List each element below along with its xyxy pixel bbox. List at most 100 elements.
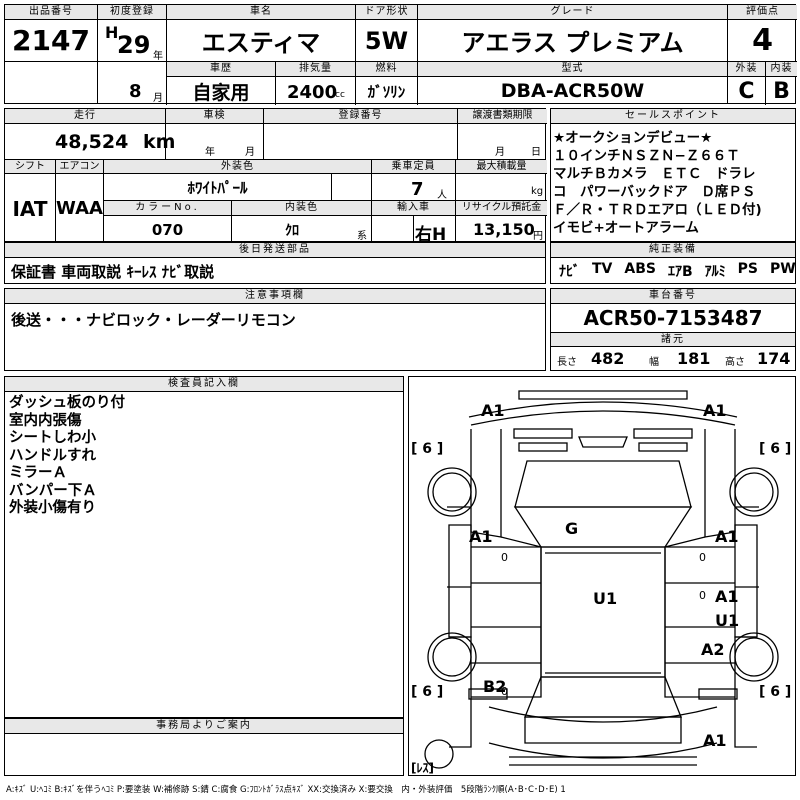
inspector-box: 検査員記入欄 ダッシュ板のり付 室内内張傷 シートしわ小 ハンドルすれ ミラーＡ… <box>4 376 404 718</box>
damage-mark: U1 <box>593 589 618 608</box>
length-label: 長さ <box>557 357 577 368</box>
inspector-line: ミラーＡ <box>9 465 67 481</box>
zero-mark: 0 <box>699 551 706 564</box>
damage-mark: A1 <box>715 527 739 546</box>
mileage-label: 走行 <box>5 109 165 124</box>
damage-mark: G <box>565 519 579 538</box>
zero-mark: 0 <box>501 685 508 698</box>
door-type: 5W <box>364 26 409 55</box>
intcolor-label: 内装色 <box>232 201 371 215</box>
inspect-month: 月 <box>245 147 255 158</box>
tire-rr: [ 6 ] <box>759 684 792 700</box>
height-label: 高さ <box>725 357 745 368</box>
sales-line: マルチＢカメラ ＥＴＣ ドラレ <box>553 166 756 182</box>
int-grade: B <box>773 78 790 104</box>
history-label: 車歴 <box>167 62 275 77</box>
notes-label: 注意事項欄 <box>5 289 545 304</box>
chassis-box: 車台番号 ACR50-7153487 諸元 長さ 482 幅 181 高さ 17… <box>550 288 796 371</box>
seats: 7 <box>411 179 424 200</box>
car-diagram-icon <box>424 390 779 769</box>
equip-item: ｴｱB <box>667 264 693 280</box>
displacement: 2400 <box>287 82 338 103</box>
aircon: WAA <box>56 198 103 219</box>
equipment-box: 純正装備 ﾅﾋﾞ TV ABS ｴｱB ｱﾙﾐ PS PW <box>550 242 796 284</box>
sales-line: Ｆ／Ｒ・ＴＲＤエアロ（ＬＥＤ付) <box>553 202 762 218</box>
sales-line: コ パワーバックドア Ｄ席ＰＳ <box>553 184 756 200</box>
spec-label: 諸元 <box>551 332 795 347</box>
parts-box: 後日発送部品 保証書 車両取説 ｷｰﾚｽ ﾅﾋﾞ取説 <box>4 242 546 284</box>
mileage-unit: km <box>143 131 176 153</box>
transfer-day: 日 <box>531 147 541 158</box>
damage-diagram: A1 A1 G A1 A1 U1 A1 U1 A2 B2 A1 0 0 0 0 … <box>408 376 796 776</box>
int-label: 内装 <box>766 62 797 77</box>
damage-mark: A1 <box>715 587 739 606</box>
inspector-label: 検査員記入欄 <box>5 377 403 392</box>
fuel: ｶﾞｿﾘﾝ <box>367 82 406 101</box>
import-label: 輸入車 <box>372 201 455 215</box>
damage-mark: U1 <box>715 611 740 630</box>
equipment-label: 純正装備 <box>551 243 795 258</box>
office-box: 事務局よりご案内 <box>4 718 404 776</box>
sales-line: １０インチＮＳＺＮ−Ｚ６６Ｔ <box>553 148 740 164</box>
car-name: エスティマ <box>201 29 321 57</box>
damage-mark: A2 <box>701 640 725 659</box>
header-table: 出品番号 初度登録 車名 ドア形状 グレード 評価点 2147 H 29 年 エ… <box>4 4 797 105</box>
shift: IAT <box>12 196 48 221</box>
tire-fr: [ 6 ] <box>759 441 792 457</box>
first-reg-label: 初度登録 <box>98 5 166 20</box>
transfer-month: 月 <box>495 147 505 158</box>
lot-number: 2147 <box>12 24 90 57</box>
color-label: 外装色 <box>104 160 371 174</box>
legend: A:ｷｽﾞ U:ﾍｺﾐ B:ｷｽﾞを伴うﾍｺﾐ P:要塗装 W:補修跡 S:錆 … <box>6 785 566 795</box>
grade: アエラス プレミアム <box>461 29 684 57</box>
parts-text: 保証書 車両取説 ｷｰﾚｽ ﾅﾋﾞ取説 <box>11 263 215 281</box>
score-label: 評価点 <box>728 5 797 20</box>
recycle-label: リサイクル預託金 <box>456 201 547 215</box>
sales-line: イモビ+オートアラーム <box>553 220 699 236</box>
regno-label: 登録番号 <box>264 109 457 124</box>
ac-label: エアコン <box>56 160 103 174</box>
damage-mark: A1 <box>703 401 727 420</box>
damage-mark: A1 <box>481 401 505 420</box>
sales-line: ★オークションデビュー★ <box>553 130 713 146</box>
score: 4 <box>752 23 773 58</box>
history: 自家用 <box>192 81 250 104</box>
sales-points-box: セールスポイント ★オークションデビュー★ １０インチＮＳＺＮ−Ｚ６６Ｔ マルチ… <box>550 108 796 242</box>
vehicle-info-table: 走行 車検 登録番号 譲渡書類期限 48,524 km 年 月 月 日 シフト … <box>4 108 547 245</box>
recycle-unit: 円 <box>533 231 543 242</box>
height: 174 <box>757 349 791 368</box>
damage-mark: A1 <box>703 731 727 750</box>
tire-fl: [ 6 ] <box>411 441 444 457</box>
lot-label: 出品番号 <box>5 5 97 20</box>
inspector-line: 外装小傷有り <box>9 500 96 516</box>
seats-unit: 人 <box>437 190 447 201</box>
equip-item: PS <box>737 261 758 277</box>
equip-item: TV <box>592 261 613 277</box>
inspect-year: 年 <box>205 147 215 158</box>
car-name-label: 車名 <box>167 5 355 20</box>
chassis-number: ACR50-7153487 <box>583 306 763 330</box>
grade-label: グレード <box>418 5 727 20</box>
color-number: 070 <box>151 220 184 239</box>
inspect-label: 車検 <box>166 109 263 124</box>
spare-tire: [ﾚｽ] <box>411 761 434 775</box>
reg-month: 8 <box>129 81 142 102</box>
interior-color: ｸﾛ <box>285 222 299 239</box>
transfer-label: 譲渡書類期限 <box>458 109 547 124</box>
seats-label: 乗車定員 <box>372 160 455 174</box>
notes-text: 後送・・・ナビロック・レーダーリモコン <box>11 311 296 329</box>
fuel-label: 燃料 <box>356 62 417 77</box>
era: H <box>105 23 119 42</box>
zero-mark: 0 <box>501 551 508 564</box>
intcolor-unit: 系 <box>357 231 367 242</box>
equip-item: ｱﾙﾐ <box>704 264 726 280</box>
year-unit: 年 <box>153 51 163 62</box>
damage-mark: A1 <box>469 527 493 546</box>
inspector-line: ダッシュ板のり付 <box>9 395 125 411</box>
equip-item: PW <box>770 261 796 277</box>
colorno-label: カラーNo. <box>104 201 231 215</box>
disp-label: 排気量 <box>276 62 355 77</box>
damage-mark: B2 <box>483 677 507 696</box>
equip-item: ﾅﾋﾞ <box>559 264 580 280</box>
steering: 右H <box>415 225 447 245</box>
